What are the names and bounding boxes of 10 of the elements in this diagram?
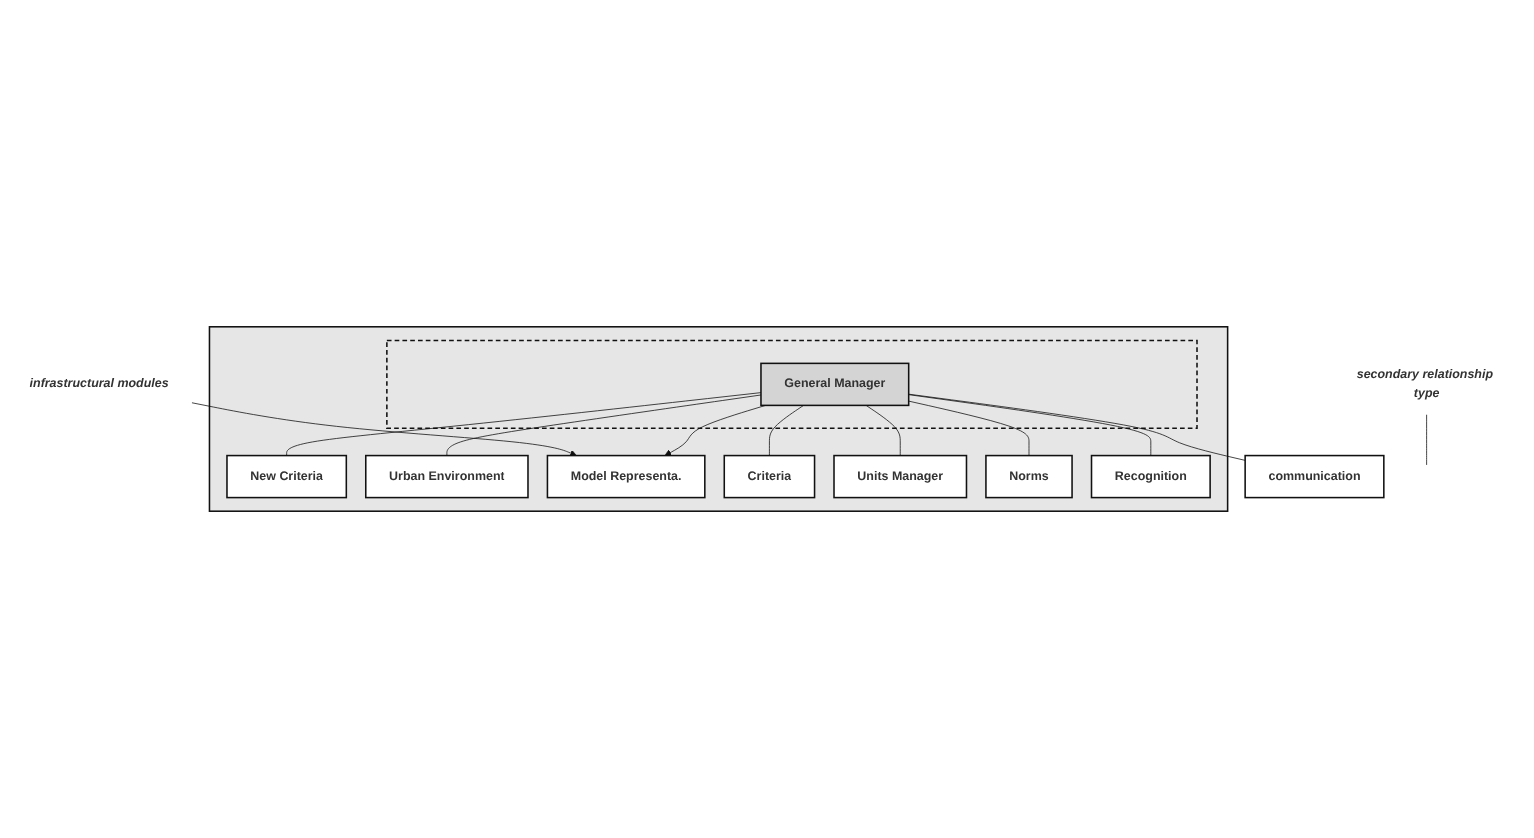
cluster [208, 326, 1229, 512]
connector [446, 394, 762, 456]
connector [908, 394, 1152, 456]
cluster [386, 339, 1198, 430]
connector [769, 405, 804, 456]
connector [865, 405, 901, 456]
connector [908, 400, 1030, 456]
connector [908, 393, 1246, 461]
connector [286, 392, 762, 456]
connector [1426, 414, 1427, 466]
